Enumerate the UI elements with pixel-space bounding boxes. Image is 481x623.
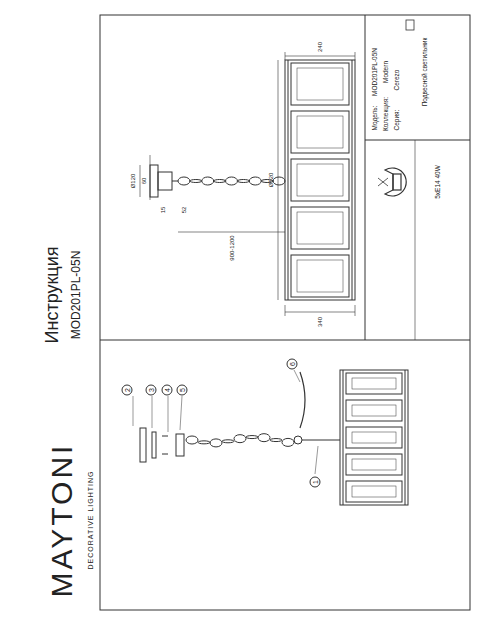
dimension: Ø120	[130, 174, 136, 189]
dimension: 15	[160, 207, 166, 214]
divider	[100, 340, 470, 341]
crystal-facet	[297, 68, 343, 100]
crystal-block	[291, 255, 349, 297]
table-cell: 5хE14 40W	[435, 165, 442, 199]
chain-link	[214, 180, 226, 183]
callout-number: 3	[146, 385, 157, 396]
table-cell: Коллекция:	[383, 97, 390, 131]
crystal-facet	[352, 486, 396, 497]
chain-link	[249, 177, 261, 185]
chain-link	[270, 439, 282, 442]
chain-link	[234, 435, 246, 443]
chain-link	[246, 436, 258, 439]
table-cell: Cerezo	[394, 70, 401, 91]
crystal-facet	[352, 378, 396, 389]
frame-bar	[343, 370, 344, 505]
callout-number: 4	[162, 385, 173, 396]
frame-bar	[352, 60, 353, 300]
crystal-block	[291, 111, 349, 153]
crystal-block	[346, 481, 402, 502]
type-icon	[406, 20, 414, 30]
crystal-block	[291, 207, 349, 249]
chain-link	[202, 177, 214, 185]
dimension: 60	[141, 178, 147, 185]
crystal-block	[291, 159, 349, 201]
crystal-block	[346, 400, 402, 421]
frame-bar	[288, 60, 289, 300]
crystal-facet	[297, 164, 343, 196]
crystal-facet	[352, 459, 396, 470]
callout-number: 5	[177, 385, 188, 396]
dimension: Ø520	[268, 173, 274, 188]
divider	[415, 140, 416, 340]
divider	[365, 140, 470, 141]
chain-link	[178, 177, 190, 185]
brand-tagline: DECORATIVE LIGHTING	[87, 471, 94, 570]
crystal-block	[346, 454, 402, 475]
dimension: 52	[181, 207, 187, 214]
model-code: MOD201PL-05N	[70, 251, 82, 340]
table-cell: Modern	[383, 61, 390, 83]
dimension-drawing	[140, 52, 355, 316]
crystal-facet	[352, 405, 396, 416]
chain-link	[198, 441, 210, 444]
table-cell: Подвесной светильник	[422, 38, 429, 107]
crystal-block	[291, 63, 349, 105]
chain-link	[226, 177, 238, 185]
page-frame	[100, 15, 470, 610]
dimension: 900-1200	[229, 235, 235, 260]
crystal-facet	[297, 116, 343, 148]
chain-link	[222, 440, 234, 443]
chain-link	[186, 436, 198, 444]
table-cell: Серия:	[394, 110, 401, 131]
callout-number: 2	[122, 385, 133, 396]
crystal-facet	[297, 212, 343, 244]
table-cell: MOD201PL-05N	[372, 48, 379, 96]
bulb-icon	[378, 168, 406, 196]
callout-number: 6	[287, 359, 298, 370]
frame-bar	[405, 370, 406, 505]
crystal-block	[346, 427, 402, 448]
chain-link	[282, 438, 294, 446]
divider	[365, 15, 366, 340]
crystal-block	[346, 373, 402, 394]
chain-link	[273, 177, 285, 185]
brand-logo: MAYTONI	[47, 443, 77, 598]
callout-number: 1	[310, 477, 321, 488]
chain-link	[190, 180, 202, 183]
dimension: 340	[317, 317, 323, 327]
chain-link	[210, 439, 222, 447]
chain-link	[237, 180, 249, 183]
dimension: 240	[317, 42, 323, 52]
doc-title: Инструкция	[43, 247, 61, 344]
chain-link	[258, 434, 270, 442]
table-cell: Модель:	[372, 105, 379, 130]
assembly-drawing	[133, 370, 408, 505]
crystal-facet	[297, 260, 343, 292]
crystal-facet	[352, 432, 396, 443]
